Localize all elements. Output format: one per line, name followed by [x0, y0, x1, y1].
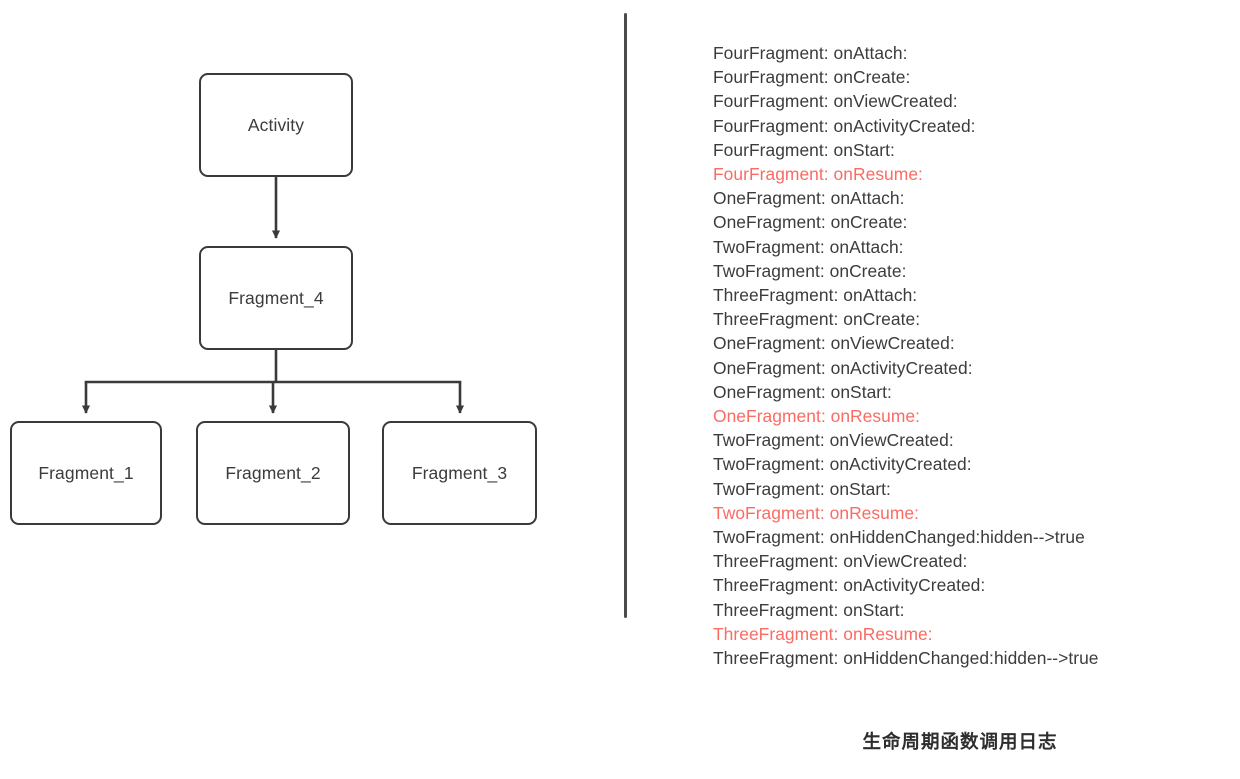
log-line: OneFragment: onStart:: [713, 381, 892, 402]
node-fragment-4-label: Fragment_4: [228, 287, 324, 308]
log-line: OneFragment: onAttach:: [713, 188, 905, 209]
flowchart-diagram: Activity Fragment_4 Fragment_1 Fragment_…: [0, 0, 600, 600]
node-fragment-2-label: Fragment_2: [225, 462, 321, 483]
log-line: ThreeFragment: onAttach:: [713, 285, 918, 306]
node-fragment-1: Fragment_1: [10, 421, 162, 525]
log-line: OneFragment: onActivityCreated:: [713, 357, 973, 378]
log-line: ThreeFragment: onCreate:: [713, 309, 921, 330]
log-line: OneFragment: onCreate:: [713, 212, 908, 233]
node-fragment-1-label: Fragment_1: [38, 462, 134, 483]
log-line: FourFragment: onCreate:: [713, 67, 911, 88]
caption-text: 生命周期函数调用日志: [862, 731, 1058, 752]
node-activity: Activity: [199, 73, 353, 177]
node-activity-label: Activity: [247, 114, 305, 135]
node-fragment-4: Fragment_4: [199, 246, 353, 350]
log-line: TwoFragment: onResume:: [713, 502, 920, 523]
log-line: ThreeFragment: onViewCreated:: [713, 551, 968, 572]
node-fragment-3: Fragment_3: [382, 421, 537, 525]
lifecycle-log-panel: FourFragment: onAttach: FourFragment: onC…: [713, 41, 1213, 670]
node-fragment-3-label: Fragment_3: [411, 462, 508, 483]
log-line: TwoFragment: onCreate:: [713, 260, 907, 281]
node-fragment-2: Fragment_2: [196, 421, 350, 525]
log-line: FourFragment: onViewCreated:: [713, 91, 958, 112]
log-line: TwoFragment: onActivityCreated:: [713, 454, 972, 475]
log-line: TwoFragment: onAttach:: [713, 236, 904, 257]
log-line: FourFragment: onResume:: [713, 164, 923, 185]
log-line: ThreeFragment: onActivityCreated:: [713, 575, 986, 596]
log-line: ThreeFragment: onStart:: [713, 599, 905, 620]
vertical-divider: [624, 13, 627, 618]
log-line: FourFragment: onStart:: [713, 139, 895, 160]
log-line: ThreeFragment: onResume:: [713, 623, 933, 644]
log-line: ThreeFragment: onHiddenChanged:hidden-->…: [713, 648, 1099, 669]
log-line: OneFragment: onViewCreated:: [713, 333, 955, 354]
log-line: TwoFragment: onHiddenChanged:hidden-->tr…: [713, 527, 1085, 548]
log-line: TwoFragment: onStart:: [713, 478, 891, 499]
log-line: TwoFragment: onViewCreated:: [713, 430, 954, 451]
log-line: FourFragment: onAttach:: [713, 43, 908, 63]
log-line: OneFragment: onResume:: [713, 406, 920, 427]
log-line: FourFragment: onActivityCreated:: [713, 115, 976, 136]
